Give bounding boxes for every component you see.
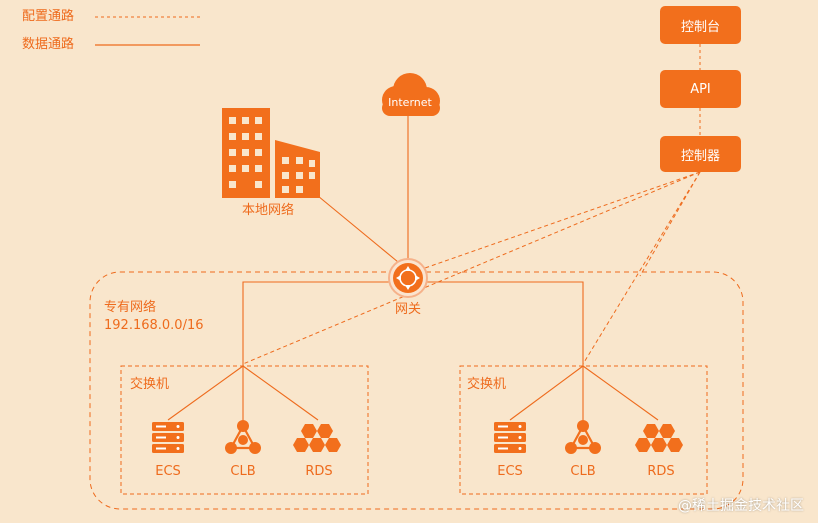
- building-icon: [222, 108, 320, 198]
- console-box: 控制台: [660, 6, 741, 44]
- gateway-label: 网关: [394, 302, 422, 317]
- legend-config-label: 配置通路: [22, 9, 75, 24]
- database-hexagons-icon: [293, 424, 341, 452]
- node-label-clb-left: CLB: [230, 464, 256, 479]
- gateway-icon: [388, 258, 428, 298]
- node-label-rds-left: RDS: [305, 464, 333, 479]
- switch-label-right: 交换机: [467, 377, 507, 392]
- node-label-ecs-right: ECS: [497, 464, 523, 479]
- internet-label: Internet: [388, 96, 432, 109]
- node-label-clb-right: CLB: [570, 464, 596, 479]
- server-stack-icon: [494, 422, 526, 453]
- node-label-rds-right: RDS: [647, 464, 675, 479]
- local-network-label: 本地网络: [241, 203, 295, 218]
- node-label-ecs-left: ECS: [155, 464, 181, 479]
- switch-label-left: 交换机: [130, 377, 170, 392]
- controller-box: 控制器: [660, 136, 741, 172]
- load-balancer-icon: [225, 420, 261, 454]
- switch-boundary-left: [120, 365, 369, 495]
- config-paths: [242, 171, 701, 365]
- watermark: @稀土掘金技术社区: [678, 498, 804, 514]
- legend-data-label: 数据通路: [22, 37, 75, 52]
- vpc-cidr-label: 192.168.0.0/16: [104, 318, 204, 333]
- load-balancer-icon: [565, 420, 601, 454]
- vpc-name-label: 专有网络: [104, 300, 157, 315]
- data-paths: [167, 116, 659, 421]
- server-stack-icon: [152, 422, 184, 453]
- database-hexagons-icon: [635, 424, 683, 452]
- switch-boundary-right: [459, 365, 708, 495]
- api-box: API: [660, 70, 741, 108]
- cloud-icon: [382, 73, 440, 116]
